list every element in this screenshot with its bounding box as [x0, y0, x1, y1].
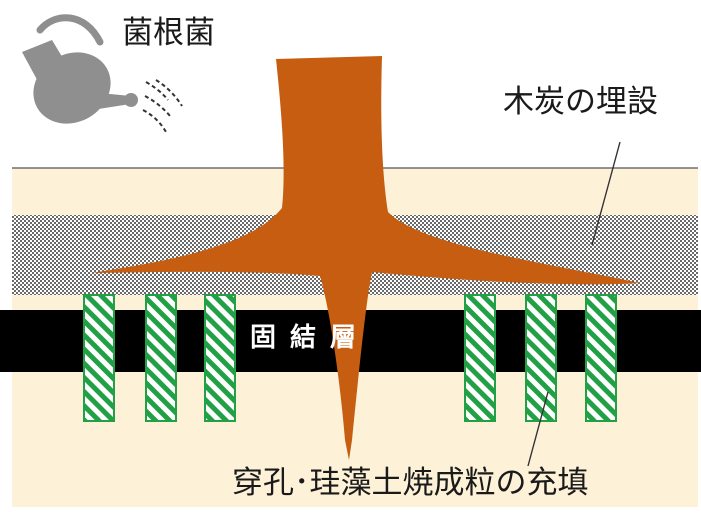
watering-can-icon [22, 14, 183, 133]
label-charcoal-burial: 木炭の埋設 [503, 84, 658, 120]
filled-hole-column [145, 294, 177, 422]
label-hardpan-layer: 固結層 [250, 323, 371, 353]
leader-line-charcoal [591, 141, 621, 246]
filled-hole-column [83, 294, 115, 422]
label-mycorrhizal-fungi: 菌根菌 [122, 15, 215, 51]
label-filled-holes: 穿孔･珪藻土焼成粒の充填 [232, 465, 589, 501]
tree-trunk-roots [92, 56, 640, 460]
filled-hole-column [525, 294, 557, 422]
filled-hole-column [464, 294, 496, 422]
filled-hole-column [585, 294, 617, 422]
leader-line-holes [527, 391, 549, 467]
filled-hole-column [204, 294, 236, 422]
